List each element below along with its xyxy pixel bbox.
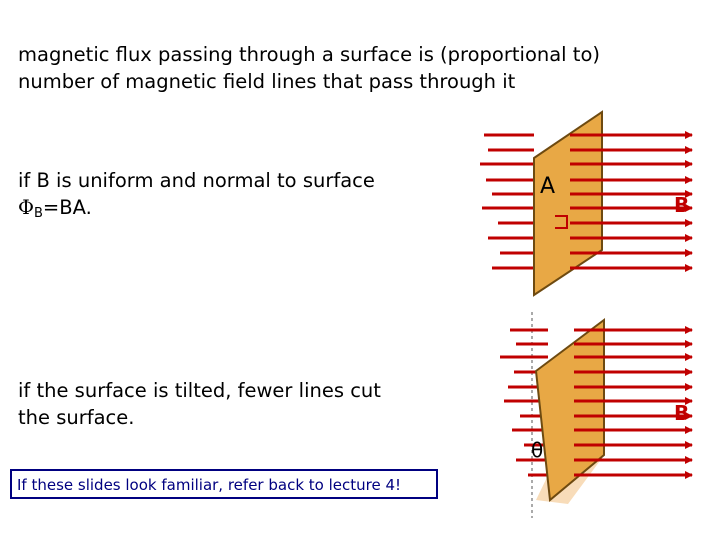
phi-subscript: B: [34, 206, 43, 221]
tilted-line-1: if the surface is tilted, fewer lines cu…: [18, 379, 381, 402]
flux-diagram: A B θ B: [480, 110, 693, 518]
intro-text: magnetic flux passing through a surface …: [18, 41, 600, 95]
phi-symbol: Φ: [18, 196, 34, 219]
field-lines-front-bottom: [574, 326, 693, 479]
area-label: A: [540, 174, 555, 199]
tilted-surface-text: if the surface is tilted, fewer lines cu…: [18, 377, 381, 431]
intro-line-1: magnetic flux passing through a surface …: [18, 43, 600, 66]
field-lines-back-top: [480, 133, 534, 270]
normal-surface-group: A B: [480, 110, 693, 297]
uniform-field-text: if B is uniform and normal to surface ΦB…: [18, 167, 375, 227]
note-text: If these slides look familiar, refer bac…: [17, 476, 402, 494]
angle-label: θ: [531, 438, 543, 462]
surface-plate-normal: [533, 110, 603, 297]
normal-marker: [555, 215, 568, 229]
uniform-line-1: if B is uniform and normal to surface: [18, 169, 375, 192]
field-label-bottom: B: [674, 401, 689, 425]
field-lines-front-top: [570, 131, 693, 272]
intro-line-2: number of magnetic field lines that pass…: [18, 70, 516, 93]
flux-equation: ΦB=BA.: [18, 194, 375, 227]
field-label-top: B: [674, 193, 689, 217]
surface-plate-tilted: [534, 318, 605, 502]
equation-rest: =BA.: [42, 196, 92, 219]
tilted-line-2: the surface.: [18, 406, 135, 429]
note-box: If these slides look familiar, refer bac…: [10, 469, 438, 499]
tilted-surface-group: θ B: [500, 312, 693, 518]
